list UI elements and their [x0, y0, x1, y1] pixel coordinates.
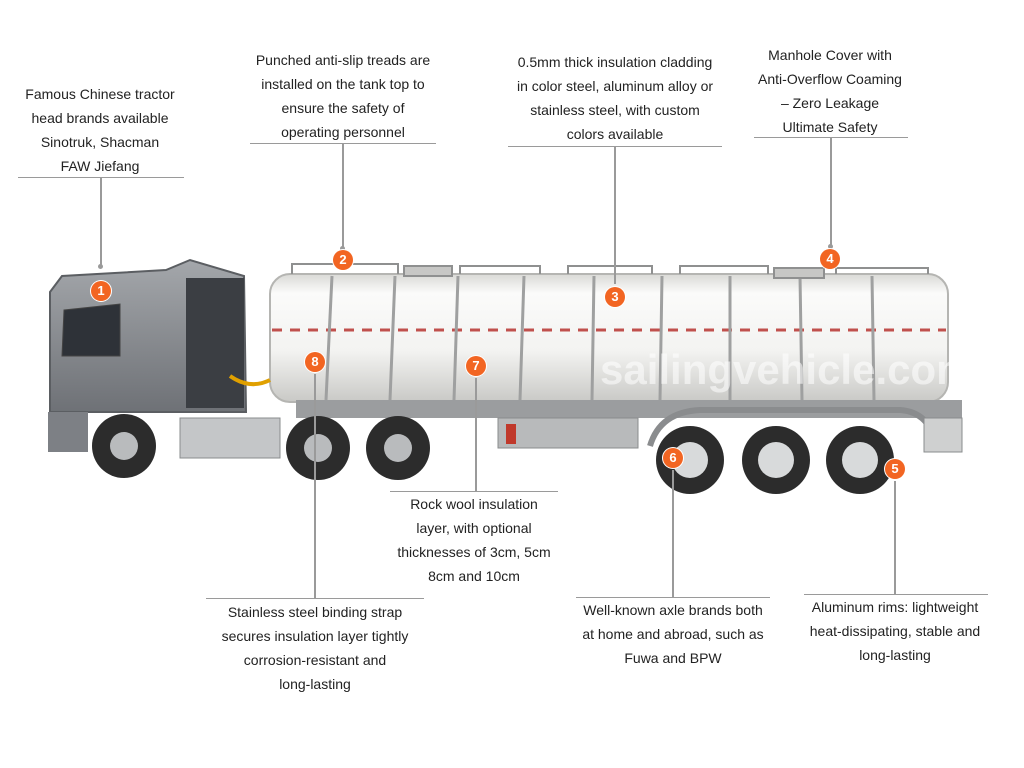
callout-4-dot — [828, 244, 833, 249]
callout-5-rule — [804, 594, 988, 595]
callout-4-badge: 4 — [820, 249, 840, 269]
callout-3-leader — [614, 147, 616, 284]
tractor-cab — [48, 258, 281, 459]
trailer-wheels — [656, 426, 894, 494]
callout-3-badge: 3 — [605, 287, 625, 307]
callout-1-leader — [100, 178, 102, 266]
tractor-wheels — [92, 414, 430, 480]
tank-body — [269, 273, 949, 403]
callout-2-badge: 2 — [333, 250, 353, 270]
callout-6-rule — [576, 597, 770, 598]
callout-8-leader — [314, 374, 316, 598]
callout-5-badge: 5 — [885, 459, 905, 479]
callout-8-rule — [206, 598, 424, 599]
callout-2-rule — [250, 143, 436, 144]
trailer-chassis — [296, 400, 963, 453]
callout-1-rule — [18, 177, 184, 178]
callout-5-leader — [894, 481, 896, 594]
callout-7-badge: 7 — [466, 356, 486, 376]
callout-4-rule — [754, 137, 908, 138]
callout-1-badge: 1 — [91, 281, 111, 301]
callout-6-badge: 6 — [663, 448, 683, 468]
callout-7-leader — [475, 378, 477, 491]
callout-2-leader — [342, 144, 344, 248]
binding-straps — [324, 275, 876, 401]
callout-7-rule — [390, 491, 558, 492]
callout-4-leader — [830, 138, 832, 246]
callout-8-badge: 8 — [305, 352, 325, 372]
callout-2-dot — [340, 246, 345, 251]
callout-1-dot — [98, 264, 103, 269]
watermark: sailingvehicle.com — [600, 346, 974, 393]
callout-3-rule — [508, 146, 722, 147]
callout-6-leader — [672, 470, 674, 597]
